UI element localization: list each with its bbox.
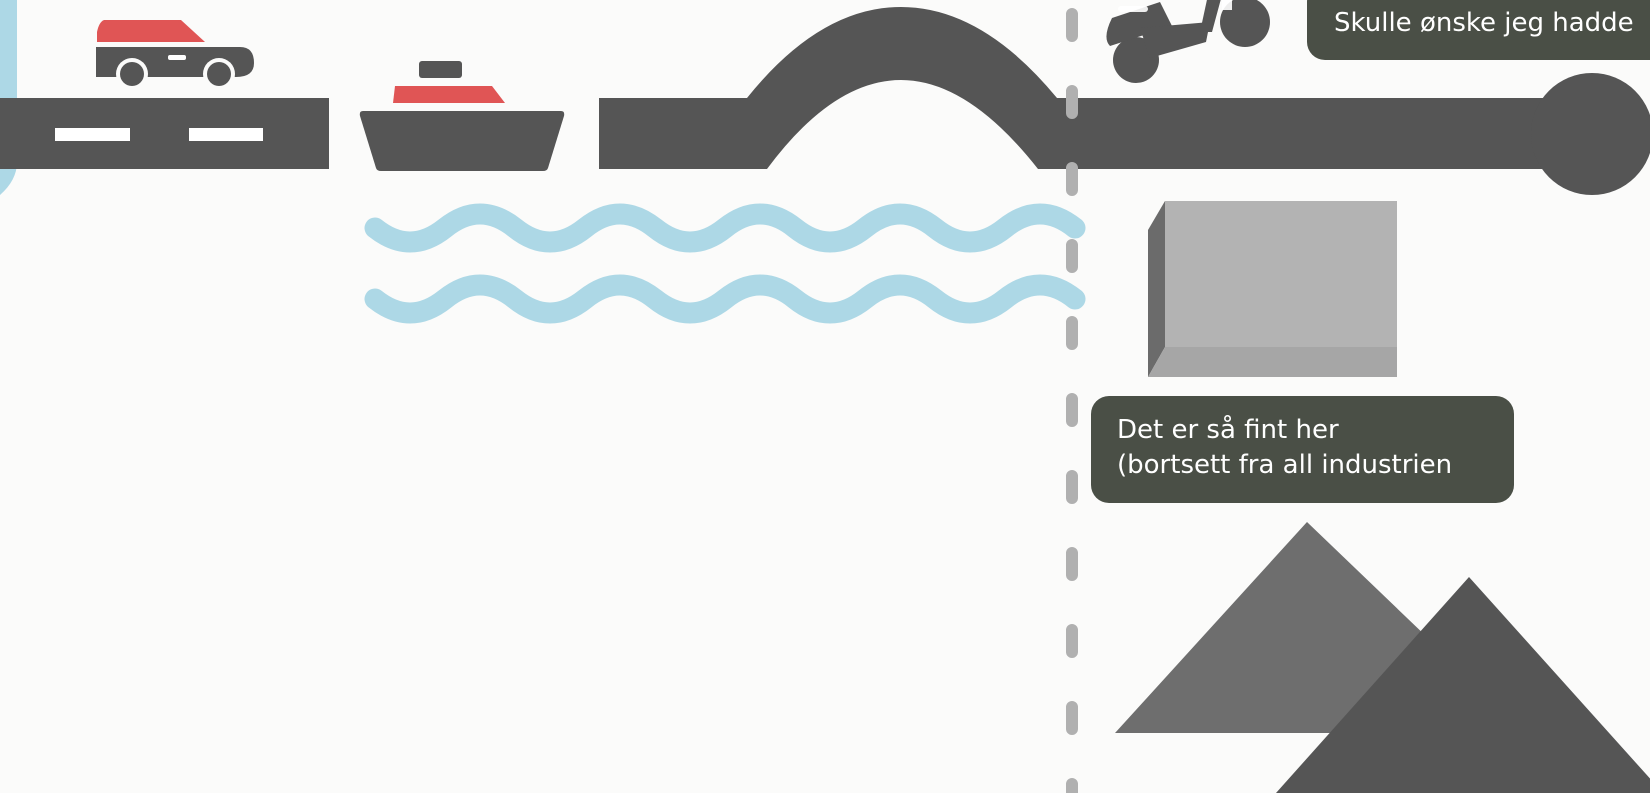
boat-icon bbox=[360, 61, 564, 171]
speech-bubble-middle: Det er så fint her (bortsett fra all ind… bbox=[1091, 396, 1514, 503]
mountains-icon bbox=[1115, 522, 1650, 793]
box-icon bbox=[1148, 201, 1397, 377]
speech-bubble-middle-line1: Det er så fint her bbox=[1117, 413, 1514, 448]
lane-marking bbox=[55, 128, 130, 141]
bridge bbox=[599, 7, 1070, 169]
car-icon bbox=[96, 20, 254, 90]
road-segment-left bbox=[0, 98, 329, 169]
scooter-icon bbox=[1106, 0, 1270, 83]
lane-marking bbox=[189, 128, 263, 141]
speech-bubble-top: Skulle ønske jeg hadde bbox=[1307, 0, 1650, 60]
speech-bubble-top-text: Skulle ønske jeg hadde bbox=[1334, 6, 1650, 41]
speech-bubble-middle-line2: (bortsett fra all industrien bbox=[1117, 448, 1514, 483]
water-waves bbox=[375, 214, 1075, 313]
road-segment-right bbox=[1060, 73, 1650, 195]
